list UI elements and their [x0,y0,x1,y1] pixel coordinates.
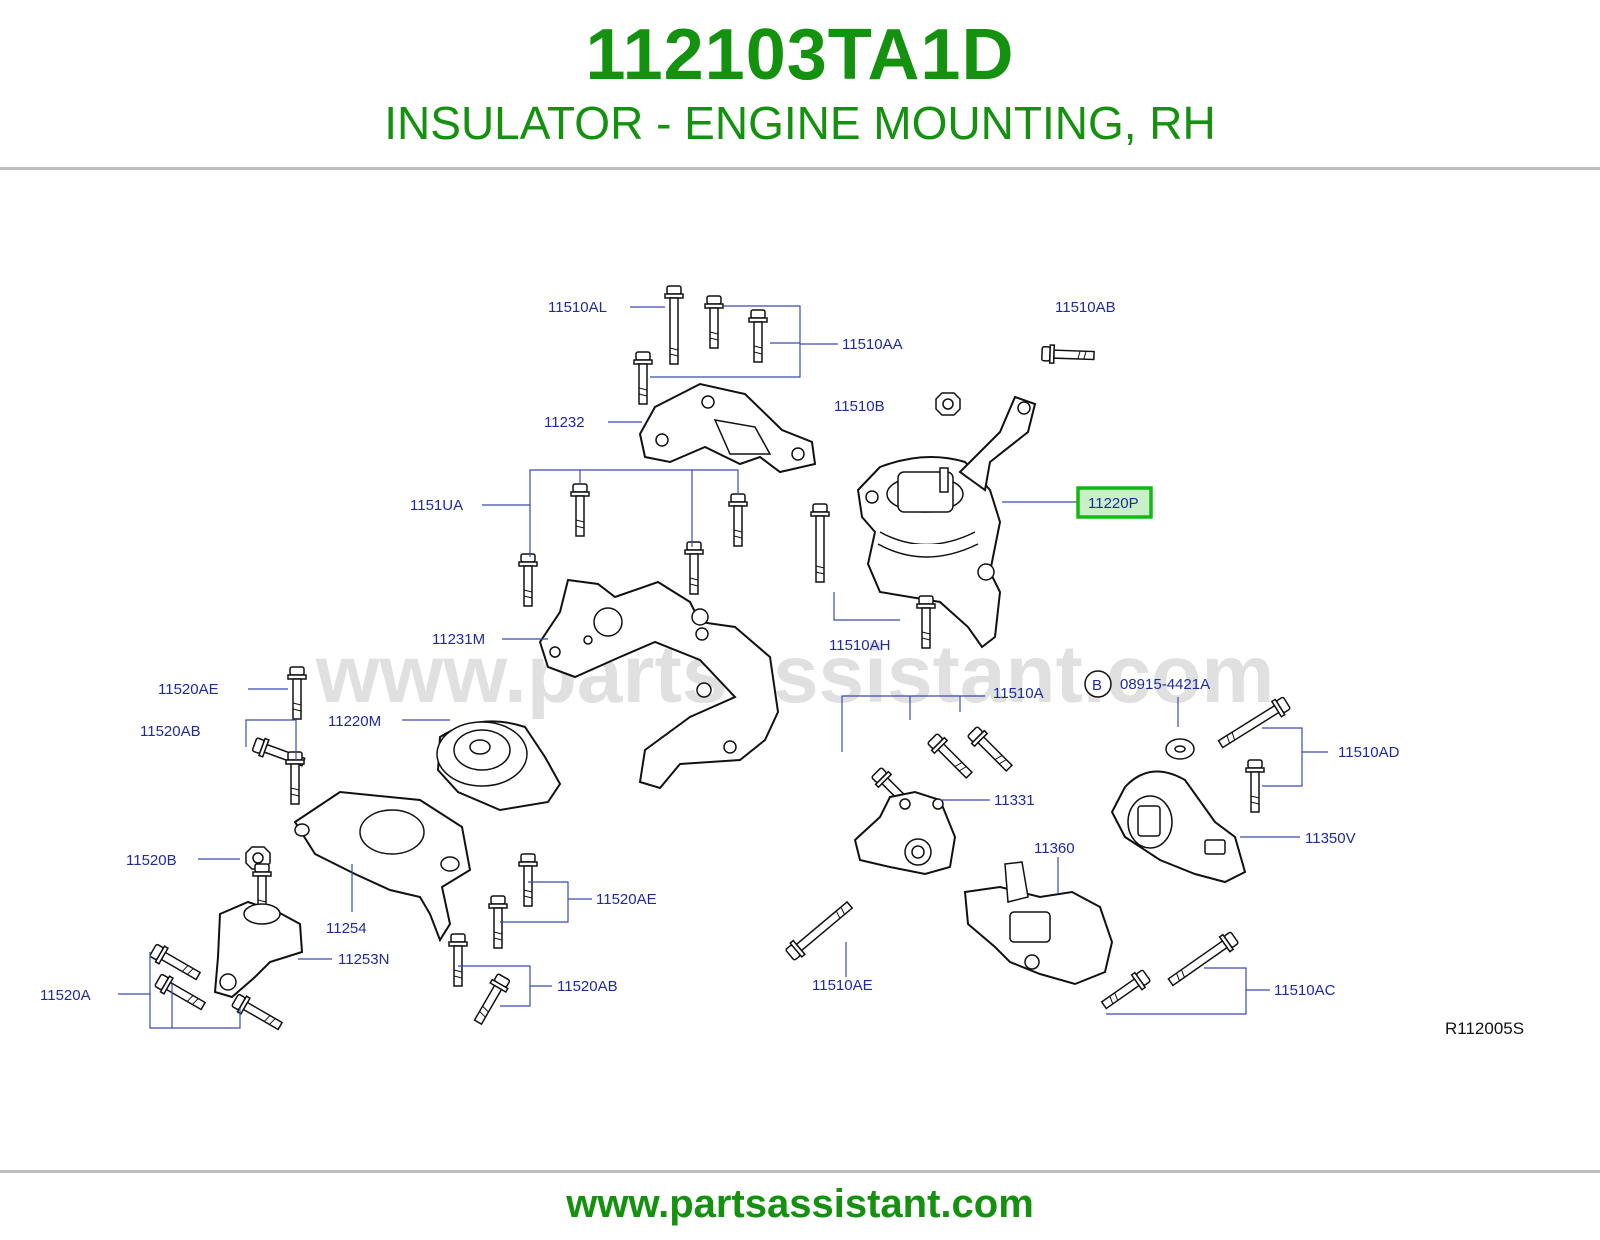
bolt-11520ab-top-icon [250,735,308,805]
bolt-11510al-icon [633,285,684,405]
nut-11510b-icon [935,392,961,416]
label-11510ad: 11510AD [1338,744,1400,761]
label-11232: 11232 [544,414,585,431]
label-11331: 11331 [994,792,1035,809]
label-11520b: 11520B [126,852,177,869]
label-11520ae-top: 11520AE [158,681,219,698]
label-11220p: 11220P [1088,495,1139,512]
label-1151ua: 1151UA [410,497,463,514]
badge-b-icon: B [1084,670,1112,698]
label-08915-4421a: 08915-4421A [1120,676,1210,693]
badge-b-label: B [1092,677,1102,694]
bolt-1151ua-icon [518,483,748,607]
bolt-11520ae-top-icon [287,666,307,720]
insulator-11253n-icon [213,863,304,999]
bracket-11331-icon [853,790,957,876]
bolt-11520ae-bottom-icon [488,853,538,949]
label-11231m: 11231M [432,631,485,648]
label-11220m: 11220M [328,713,381,730]
label-11510a: 11510A [993,685,1044,702]
label-11520a: 11520A [40,987,91,1004]
bolt-11510ac-icon [1098,929,1241,1014]
part-name-subtitle: INSULATOR - ENGINE MOUNTING, RH [384,97,1216,149]
parts-diagram-svg: www.partsassistant.com 11510AL 11510AA 1… [40,285,1524,1038]
insulator-11220m-icon [436,720,562,812]
parts-diagram: www.partsassistant.com 11510AL 11510AA 1… [0,172,1600,1172]
label-11510al: 11510AL [548,299,607,316]
label-11520ae-bottom: 11520AE [596,891,657,908]
label-11350v: 11350V [1305,830,1356,847]
header-divider [0,167,1600,170]
highlight-11220p: 11220P [1076,486,1153,519]
bolt-11510ae-icon [783,897,857,963]
label-11253n: 11253N [338,951,389,968]
part-number-title: 112103TA1D [585,15,1015,95]
washer-08915-icon [1165,738,1195,760]
bracket-11360-icon [963,861,1114,986]
label-11254: 11254 [326,920,367,937]
label-11510ae: 11510AE [812,977,873,994]
label-11510aa: 11510AA [842,336,903,353]
reference-code: R112005S [1445,1019,1524,1038]
footer-divider [0,1170,1600,1173]
bolt-11510ab-icon [1040,343,1096,366]
torque-rod-11350v-icon [1110,770,1247,884]
bracket-11254-icon [293,790,472,943]
label-11360: 11360 [1034,840,1075,857]
label-11510b: 11510B [834,398,885,415]
bracket-11232-icon [638,382,817,474]
label-11510ac: 11510AC [1274,982,1336,999]
label-11520ab-bottom: 11520AB [557,978,618,995]
label-11510ab: 11510AB [1055,299,1116,316]
label-11510ah: 11510AH [829,637,890,654]
footer-url-link[interactable]: www.partsassistant.com [566,1182,1034,1226]
insulator-11220p-icon [856,395,1037,649]
watermark: www.partsassistant.com [315,629,1275,720]
label-11520ab-top: 11520AB [140,723,201,740]
bracket-11231m-icon [538,578,780,790]
header: 112103TA1D INSULATOR - ENGINE MOUNTING, … [0,0,1600,170]
